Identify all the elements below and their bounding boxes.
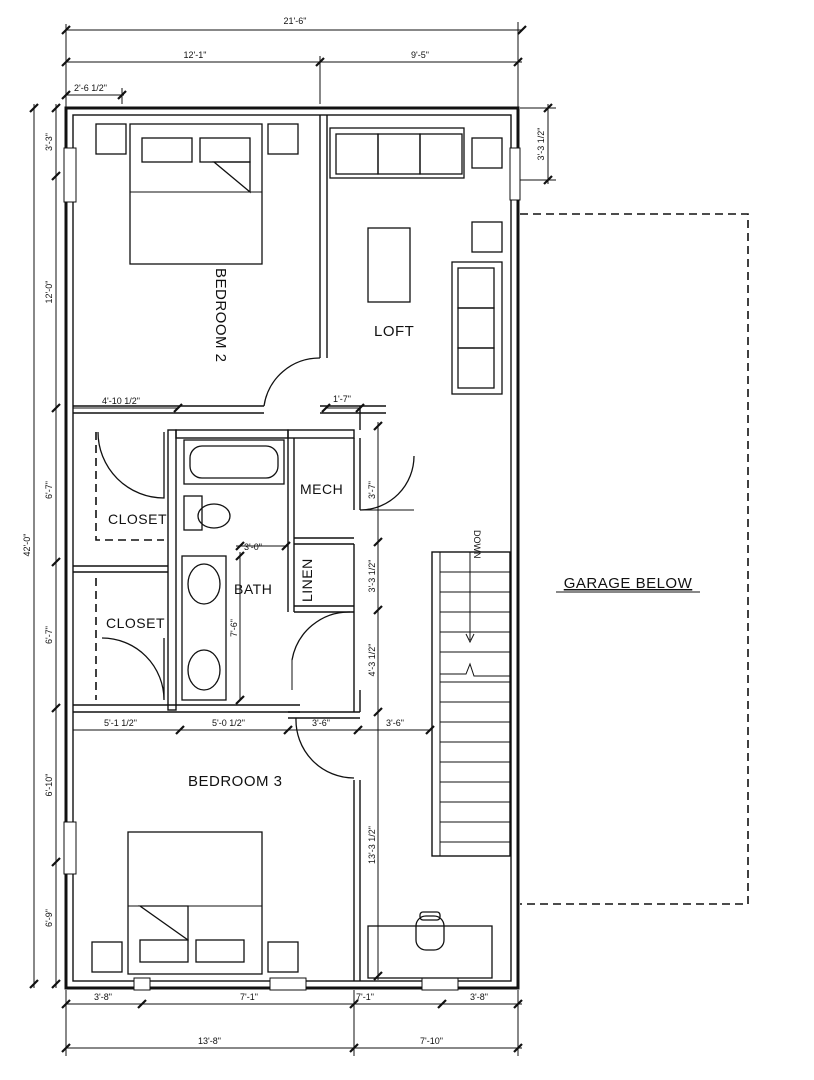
dim-left-5: 6'-10" bbox=[44, 774, 54, 797]
exterior-walls bbox=[63, 106, 521, 991]
bottom-dimensions: 3'-8" 7'-1" 7'-1" 3'-8" 13'-8" 7'-10" bbox=[61, 990, 523, 1056]
dim-bottom-2: 7'-1" bbox=[240, 992, 258, 1002]
dim-left-6: 6'-9" bbox=[44, 909, 54, 927]
label-bath: BATH bbox=[234, 581, 272, 597]
dim-bottom-4: 3'-8" bbox=[470, 992, 488, 1002]
dim-mid-4: 3'-6" bbox=[386, 718, 404, 728]
dim-bottom-right: 7'-10" bbox=[420, 1036, 443, 1046]
dim-left-4: 6'-7" bbox=[44, 626, 54, 644]
dim-bath-opening: 3'-0" bbox=[244, 542, 262, 552]
loft: LOFT bbox=[329, 127, 503, 395]
label-linen: LINEN bbox=[299, 558, 315, 602]
dim-left-1: 3'-3" bbox=[44, 133, 54, 151]
dim-hall-opening: 1'-7" bbox=[333, 394, 351, 404]
dim-linen-depth: 3'-3 1/2" bbox=[367, 560, 377, 593]
left-dimensions: 42'-0" 3'-3" 12'-0" 6'-7" 6'-7" 6'-10" 6… bbox=[22, 103, 61, 989]
dim-closet-width: 4'-10 1/2" bbox=[102, 396, 140, 406]
label-mech: MECH bbox=[300, 481, 343, 497]
label-garage: GARAGE BELOW bbox=[564, 575, 693, 592]
dim-mid-2: 5'-0 1/2" bbox=[212, 718, 245, 728]
dim-top-right: 9'-5" bbox=[411, 50, 429, 60]
closets: CLOSET CLOSET bbox=[95, 431, 167, 701]
bedroom-3: BEDROOM 3 bbox=[91, 717, 493, 979]
dim-left-overall: 42'-0" bbox=[22, 534, 32, 557]
interior-dimensions: 4'-10 1/2" 1'-7" 3'-7" 3'-3 1/2" 4'-3 1/… bbox=[73, 394, 435, 981]
dim-top-offset: 2'-6 1/2" bbox=[74, 83, 107, 93]
bedroom-2: BEDROOM 2 bbox=[95, 123, 321, 407]
label-closet-upper: CLOSET bbox=[108, 511, 167, 527]
label-bedroom2: BEDROOM 2 bbox=[212, 268, 229, 363]
dim-top-left: 12'-1" bbox=[184, 50, 207, 60]
bath-fixtures: BATH LINEN MECH bbox=[181, 439, 415, 701]
interior-walls bbox=[73, 115, 386, 981]
dim-hall-long: 13'-3 1/2" bbox=[367, 826, 377, 864]
dim-bath-vanity: 7'-6" bbox=[229, 619, 239, 637]
dim-bottom-1: 3'-8" bbox=[94, 992, 112, 1002]
dim-right-upper: 3'-3 1/2" bbox=[536, 128, 546, 161]
dim-mid-1: 5'-1 1/2" bbox=[104, 718, 137, 728]
dim-hall-side: 4'-3 1/2" bbox=[367, 644, 377, 677]
label-stair-down: DOWN bbox=[472, 530, 482, 559]
label-bedroom3: BEDROOM 3 bbox=[188, 773, 283, 790]
dim-left-2: 12'-0" bbox=[44, 281, 54, 304]
right-dimensions: 3'-3 1/2" bbox=[520, 103, 556, 185]
dim-bottom-left: 13'-8" bbox=[198, 1036, 221, 1046]
label-loft: LOFT bbox=[374, 323, 414, 340]
dim-mech-depth: 3'-7" bbox=[367, 481, 377, 499]
dim-top-overall: 21'-6" bbox=[284, 16, 307, 26]
label-closet-lower: CLOSET bbox=[106, 615, 165, 631]
dim-bottom-3: 7'-1" bbox=[356, 992, 374, 1002]
stairs: DOWN bbox=[431, 530, 511, 857]
dim-mid-3: 3'-6" bbox=[312, 718, 330, 728]
top-dimensions: 21'-6" 12'-1" 9'-5" 2'-6 1/2" bbox=[61, 16, 527, 108]
garage-outline: GARAGE BELOW bbox=[520, 213, 749, 905]
dim-left-3: 6'-7" bbox=[44, 481, 54, 499]
